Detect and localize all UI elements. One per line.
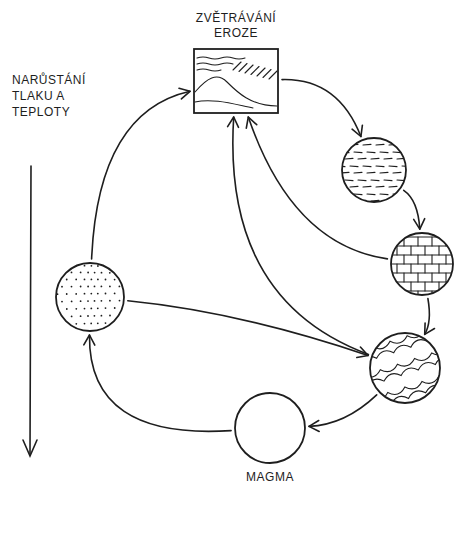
weathering-box: ZVĚTRÁVÁNÍ EROZE <box>193 48 279 114</box>
cycle-arrow <box>282 80 362 137</box>
pressure-arrow <box>23 166 37 456</box>
arrow-line <box>89 335 231 431</box>
arrow-head <box>246 117 256 128</box>
label-holder: NARŮSTÁNÍ TLAKU A TEPLOTY <box>12 72 96 121</box>
shape-border <box>56 263 124 331</box>
box-outline <box>193 48 279 114</box>
sediment-circle <box>341 137 407 203</box>
shape-border <box>370 333 440 403</box>
process-note: NARŮSTÁNÍ TLAKU A TEPLOTY <box>12 72 96 121</box>
stage-caption: MAGMA <box>215 470 325 486</box>
arrow-head <box>309 421 319 432</box>
sedimentary-rock-circle <box>390 232 454 296</box>
arrow-head <box>179 88 190 99</box>
magma-circle: MAGMA <box>234 392 306 464</box>
arrow-head <box>357 347 368 358</box>
shape-border <box>235 393 305 463</box>
cycle-arrow <box>404 190 425 229</box>
pressure-arrow-head <box>23 440 37 456</box>
arrow-head <box>414 219 425 229</box>
cycle-arrow <box>128 301 368 358</box>
cycle-arrow <box>84 335 231 431</box>
shape-border <box>342 138 406 202</box>
arrow-head <box>352 125 362 136</box>
circle-outline <box>390 232 454 296</box>
arrow-line <box>92 91 190 259</box>
arrow-head <box>425 323 435 334</box>
arrow-head <box>84 335 95 345</box>
arrow-line <box>282 80 361 137</box>
arrow-line <box>404 190 420 229</box>
rock-texture <box>195 57 277 108</box>
rock-texture <box>356 325 465 426</box>
pressure-arrow-shaft <box>30 166 31 455</box>
arrow-line <box>309 395 377 427</box>
circle-outline <box>369 332 441 404</box>
shape-border <box>391 233 453 295</box>
rock-texture <box>390 237 454 300</box>
circle-outline <box>55 262 125 332</box>
metamorphic-rock-circle <box>369 332 441 404</box>
cycle-arrow <box>425 299 435 335</box>
circle-outline <box>341 137 407 203</box>
stage-heading: ZVĚTRÁVÁNÍ EROZE <box>181 11 291 42</box>
arrow-line <box>128 301 368 356</box>
shape-border <box>194 49 278 113</box>
rock-texture <box>337 144 414 201</box>
cycle-arrow <box>92 88 190 259</box>
igneous-rock-circle <box>55 262 125 332</box>
arrow-head <box>228 117 239 127</box>
cycle-arrow <box>309 395 377 432</box>
circle-outline <box>234 392 306 464</box>
